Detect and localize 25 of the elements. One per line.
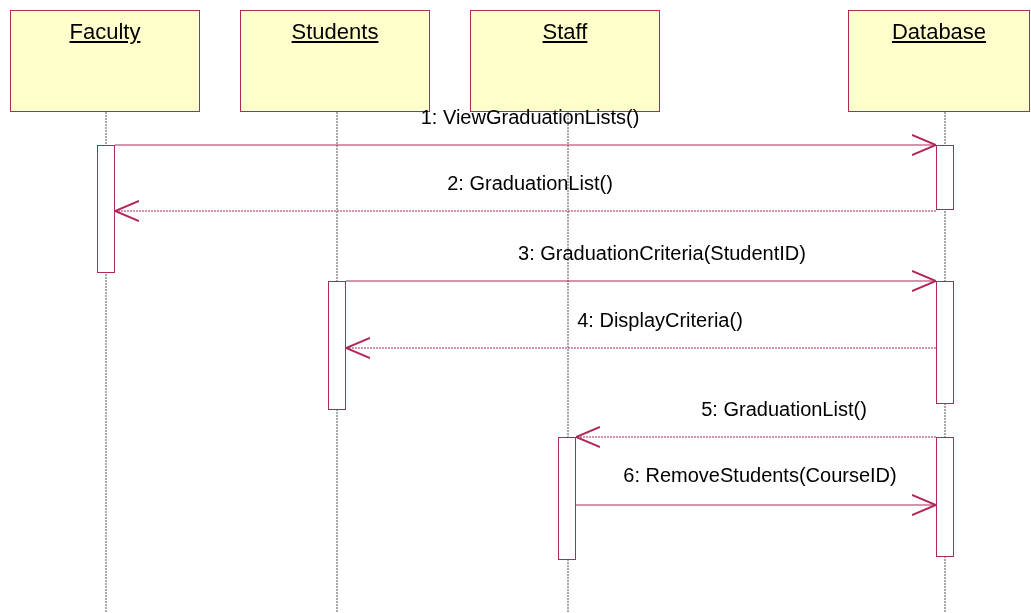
participant-box: [848, 10, 1030, 112]
return-message-arrow: [575, 426, 937, 448]
activation-bar: [558, 437, 576, 560]
message-label: 3: GraduationCriteria(StudentID): [518, 242, 806, 265]
return-message-arrow: [114, 200, 937, 222]
activation-bar: [936, 437, 954, 557]
participant-name: Students: [290, 19, 380, 45]
participant-box: [10, 10, 200, 112]
activation-bar: [328, 281, 346, 410]
participant-name: Staff: [541, 19, 589, 45]
message-label: 4: DisplayCriteria(): [577, 309, 743, 332]
message-label: 6: RemoveStudents(CourseID): [623, 464, 897, 487]
activation-bar: [936, 145, 954, 210]
participant-box: [240, 10, 430, 112]
activation-bar: [936, 281, 954, 404]
message-label: 1: ViewGraduationLists(): [420, 106, 640, 129]
message-arrow: [575, 494, 937, 516]
message-arrow: [345, 270, 937, 292]
message-label: 2: GraduationList(): [447, 172, 613, 195]
participant-name: Faculty: [68, 19, 142, 45]
activation-bar: [97, 145, 115, 273]
return-message-arrow: [345, 337, 937, 359]
message-label: 5: GraduationList(): [701, 398, 867, 421]
message-arrow: [114, 134, 937, 156]
participant-name: Database: [890, 19, 988, 45]
